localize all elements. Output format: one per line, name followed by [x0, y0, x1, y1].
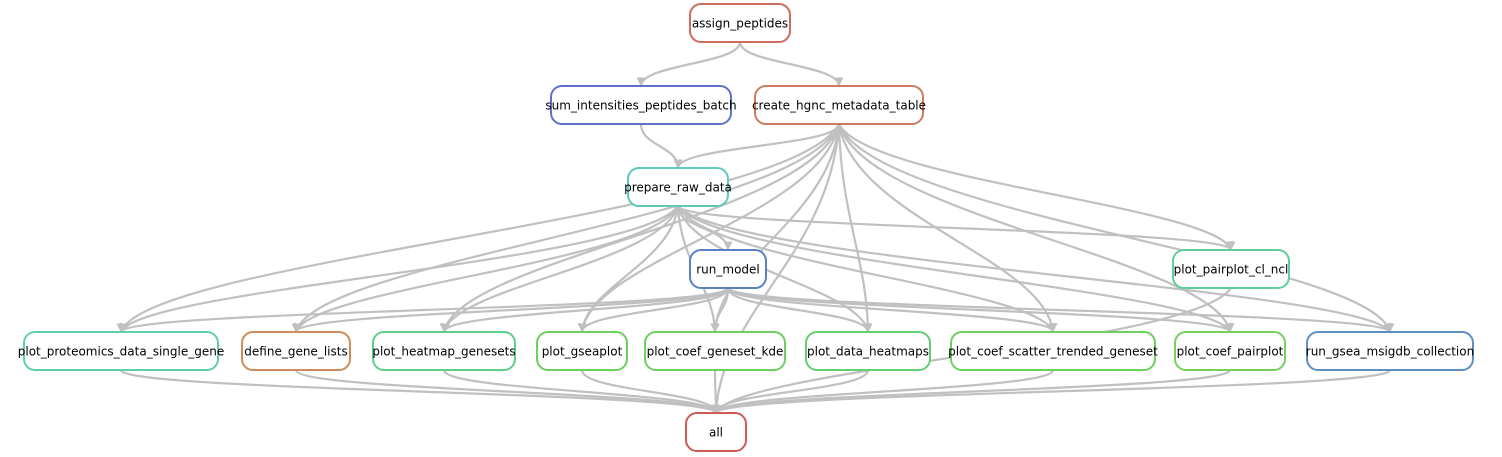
node-plot-data-heatmaps[interactable]: plot_data_heatmaps	[805, 331, 931, 371]
node-label: plot_coef_scatter_trended_geneset	[948, 345, 1158, 359]
node-plot-pairplot-cl-ncl[interactable]: plot_pairplot_cl_ncl	[1172, 249, 1290, 289]
edges-layer	[116, 41, 1395, 415]
edge-prepare-raw-data-to-plot-heatmap-genesets	[441, 205, 680, 333]
node-label: create_hgnc_metadata_table	[752, 99, 926, 113]
edge-create-hgnc-metadata-table-to-run-gsea-msigdb-collection	[837, 123, 1393, 333]
edge-run-model-to-plot-coef-scatter-trended-geneset	[726, 287, 1058, 333]
node-label: plot_heatmap_genesets	[372, 345, 515, 359]
node-box	[536, 331, 628, 371]
node-box	[689, 3, 791, 43]
edge-plot-heatmap-genesets-to-all	[442, 369, 721, 414]
node-box	[23, 331, 219, 371]
edge-prepare-raw-data-to-plot-data-heatmaps	[676, 205, 872, 333]
node-box	[689, 249, 767, 289]
node-label: plot_gseaplot	[542, 345, 623, 359]
edge-plot-coef-geneset-kde-to-all	[711, 369, 721, 414]
edge-create-hgnc-metadata-table-to-plot-proteomics-data-single-gene	[119, 123, 840, 333]
edge-plot-proteomics-data-single-gene-to-all	[119, 368, 721, 415]
node-box	[754, 85, 924, 125]
edge-plot-coef-scatter-trended-geneset-to-all	[711, 368, 1055, 415]
node-plot-coef-geneset-kde[interactable]: plot_coef_geneset_kde	[644, 331, 786, 371]
edge-create-hgnc-metadata-table-to-plot-coef-scatter-trended-geneset	[837, 123, 1057, 333]
node-box	[627, 167, 729, 207]
node-run-gsea-msigdb-collection[interactable]: run_gsea_msigdb_collection	[1306, 331, 1474, 371]
node-box	[1306, 331, 1474, 371]
node-assign-peptides[interactable]: assign_peptides	[689, 3, 791, 43]
node-label: prepare_raw_data	[624, 181, 732, 195]
node-plot-coef-scatter-trended-geneset[interactable]: plot_coef_scatter_trended_geneset	[948, 331, 1158, 371]
node-label: define_gene_lists	[244, 345, 347, 359]
edge-create-hgnc-metadata-table-to-plot-data-heatmaps	[837, 123, 873, 333]
node-plot-heatmap-genesets[interactable]: plot_heatmap_genesets	[372, 331, 516, 371]
node-box	[644, 331, 786, 371]
edge-run-model-to-plot-proteomics-data-single-gene	[116, 286, 730, 334]
node-label: plot_proteomics_data_single_gene	[18, 345, 224, 359]
edge-run-model-to-plot-coef-geneset-kde	[710, 287, 730, 333]
node-label: plot_pairplot_cl_ncl	[1174, 263, 1289, 277]
node-box	[550, 85, 732, 125]
node-label: run_gsea_msigdb_collection	[1306, 345, 1474, 359]
node-box	[1172, 249, 1290, 289]
edge-prepare-raw-data-to-run-gsea-msigdb-collection	[677, 205, 1391, 333]
edge-create-hgnc-metadata-table-to-plot-coef-geneset-kde	[711, 123, 841, 333]
edge-run-model-to-plot-data-heatmaps	[726, 287, 873, 333]
node-label: assign_peptides	[692, 17, 788, 31]
node-prepare-raw-data[interactable]: prepare_raw_data	[624, 167, 732, 207]
edge-plot-gseaplot-to-all	[580, 369, 721, 414]
edge-run-model-to-define-gene-lists	[291, 286, 730, 334]
node-label: all	[709, 426, 723, 440]
node-plot-gseaplot[interactable]: plot_gseaplot	[536, 331, 628, 371]
edge-create-hgnc-metadata-table-to-plot-coef-pairplot	[837, 123, 1233, 333]
edge-create-hgnc-metadata-table-to-plot-pairplot-cl-ncl	[838, 123, 1233, 251]
edge-prepare-raw-data-to-plot-proteomics-data-single-gene	[119, 205, 679, 333]
node-plot-proteomics-data-single-gene[interactable]: plot_proteomics_data_single_gene	[18, 331, 224, 371]
edge-define-gene-lists-to-all	[294, 368, 721, 415]
edge-run-model-to-plot-heatmap-genesets	[439, 287, 730, 333]
node-define-gene-lists[interactable]: define_gene_lists	[241, 331, 351, 371]
node-label: sum_intensities_peptides_batch	[545, 99, 736, 113]
nodes-layer: assign_peptides sum_intensities_peptides_…	[18, 3, 1474, 452]
node-box	[241, 331, 351, 371]
node-label: run_model	[696, 263, 760, 277]
edge-create-hgnc-metadata-table-to-prepare-raw-data	[673, 123, 841, 169]
edge-assign-peptides-to-sum-intensities-peptides-batch	[636, 41, 742, 87]
node-box	[1174, 331, 1286, 371]
edge-assign-peptides-to-create-hgnc-metadata-table	[738, 41, 844, 87]
node-all[interactable]: all	[685, 412, 747, 452]
node-label: plot_data_heatmaps	[807, 345, 929, 359]
node-label: plot_coef_pairplot	[1177, 345, 1284, 359]
edge-sum-intensities-peptides-batch-to-prepare-raw-data	[639, 123, 683, 169]
edge-create-hgnc-metadata-table-to-define-gene-lists	[293, 123, 841, 333]
edge-run-model-to-run-gsea-msigdb-collection	[726, 286, 1395, 334]
node-sum-intensities-peptides-batch[interactable]: sum_intensities_peptides_batch	[545, 85, 737, 125]
node-box	[372, 331, 516, 371]
edge-prepare-raw-data-to-plot-gseaplot	[578, 205, 680, 333]
edge-create-hgnc-metadata-table-to-plot-heatmap-genesets	[441, 123, 841, 333]
node-run-model[interactable]: run_model	[689, 249, 767, 289]
node-create-hgnc-metadata-table[interactable]: create_hgnc_metadata_table	[752, 85, 926, 125]
edge-prepare-raw-data-to-plot-coef-scatter-trended-geneset	[677, 205, 1055, 333]
node-box	[950, 331, 1156, 371]
edge-run-model-to-plot-gseaplot	[577, 287, 730, 333]
edge-run-gsea-msigdb-collection-to-all	[711, 368, 1392, 415]
edge-prepare-raw-data-to-plot-pairplot-cl-ncl	[676, 204, 1236, 252]
node-label: plot_coef_geneset_kde	[647, 345, 784, 359]
edge-plot-data-heatmaps-to-all	[711, 369, 870, 414]
edge-create-hgnc-metadata-table-to-all	[711, 123, 841, 414]
node-plot-coef-pairplot[interactable]: plot_coef_pairplot	[1174, 331, 1286, 371]
node-box	[685, 412, 747, 452]
node-box	[805, 331, 931, 371]
